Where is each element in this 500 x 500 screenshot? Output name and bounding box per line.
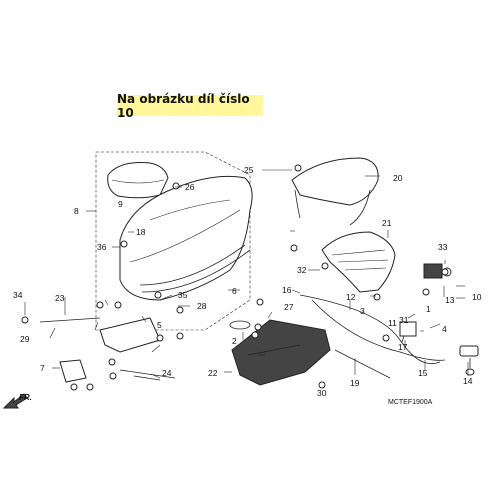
callout-32: 32 bbox=[297, 265, 307, 275]
callout-24: 24 bbox=[162, 368, 172, 378]
callout-27: 27 bbox=[284, 302, 294, 312]
callout-20: 20 bbox=[393, 173, 403, 183]
grab-rail bbox=[291, 157, 379, 226]
callout-19: 19 bbox=[350, 378, 360, 388]
front-label: FR. bbox=[19, 393, 32, 402]
rear-carrier bbox=[321, 231, 396, 293]
callout-29: 29 bbox=[20, 334, 30, 344]
callout-33: 33 bbox=[438, 242, 448, 252]
storage-tray bbox=[231, 319, 331, 386]
callout-17: 17 bbox=[398, 342, 408, 352]
callout-10: 10 bbox=[472, 292, 482, 302]
callout-labels: 1 2 3 4 5 6 7 8 9 10 11 12 13 14 15 16 1… bbox=[13, 165, 482, 398]
callout-14: 14 bbox=[463, 376, 473, 386]
seat-lock-cables bbox=[299, 294, 446, 365]
callout-22: 22 bbox=[208, 368, 218, 378]
callout-13: 13 bbox=[445, 295, 455, 305]
seat-cowl bbox=[107, 162, 169, 199]
callout-5: 5 bbox=[157, 320, 162, 330]
callout-36: 36 bbox=[97, 242, 107, 252]
guide-rod bbox=[133, 349, 391, 381]
callout-9: 9 bbox=[118, 199, 123, 209]
fasteners bbox=[21, 164, 449, 391]
diagram-code: MCTEF1900A bbox=[388, 399, 433, 406]
callout-12: 12 bbox=[346, 292, 356, 302]
callout-31: 31 bbox=[399, 315, 409, 325]
callout-8: 8 bbox=[74, 206, 79, 216]
key-cylinder bbox=[459, 345, 479, 376]
callout-7: 7 bbox=[40, 363, 45, 373]
seat-hinge-bracket bbox=[39, 317, 176, 379]
callout-28: 28 bbox=[197, 301, 207, 311]
callout-4: 4 bbox=[442, 324, 447, 334]
seat-lock bbox=[399, 321, 417, 343]
callout-11: 11 bbox=[388, 318, 397, 328]
callout-26: 26 bbox=[185, 182, 195, 192]
callout-35: 35 bbox=[178, 290, 188, 300]
callout-16: 16 bbox=[282, 285, 292, 295]
seat-group-outline bbox=[95, 151, 251, 331]
callout-3: 3 bbox=[360, 306, 365, 316]
callout-1: 1 bbox=[426, 304, 431, 314]
front-direction-marker: FR. bbox=[2, 393, 32, 409]
callout-21: 21 bbox=[382, 218, 392, 228]
leader-lines bbox=[24, 169, 469, 379]
callout-18: 18 bbox=[136, 227, 146, 237]
callout-6: 6 bbox=[232, 286, 237, 296]
callout-25: 25 bbox=[244, 165, 254, 175]
seal-ring bbox=[229, 320, 251, 330]
callout-15: 15 bbox=[418, 368, 428, 378]
callout-2: 2 bbox=[232, 336, 237, 346]
callout-34: 34 bbox=[13, 290, 23, 300]
hinge-plate bbox=[59, 359, 87, 383]
callout-30: 30 bbox=[317, 388, 327, 398]
callout-23: 23 bbox=[55, 293, 65, 303]
